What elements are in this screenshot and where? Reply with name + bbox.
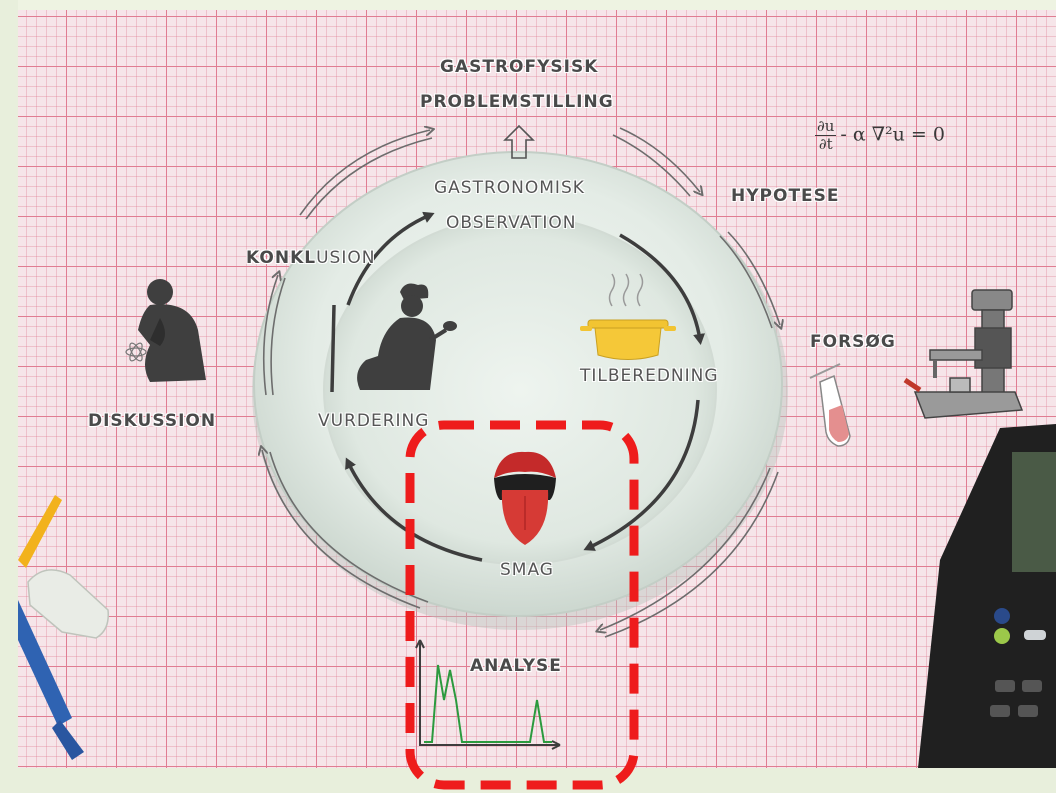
equation-numerator: ∂u bbox=[815, 118, 836, 136]
test-tube-icon bbox=[810, 364, 850, 446]
label-gastronomisk: GASTRONOMISK bbox=[434, 178, 585, 198]
lab-apparatus-icon bbox=[905, 290, 1022, 418]
label-konklusion-rest: USION bbox=[316, 248, 375, 268]
label-diskussion: DISKUSSION bbox=[88, 411, 216, 431]
label-gastrofysisk: GASTROFYSISK bbox=[440, 57, 598, 77]
thinker-atom-icon bbox=[126, 279, 206, 382]
eraser-icon bbox=[28, 570, 108, 638]
label-vurdering: VURDERING bbox=[318, 411, 429, 431]
label-problemstilling: PROBLEMSTILLING bbox=[420, 92, 614, 112]
label-smag: SMAG bbox=[500, 560, 554, 580]
heat-equation: ∂u ∂t - α ∇²u = 0 bbox=[815, 118, 945, 153]
label-forsog: FORSØG bbox=[810, 332, 896, 352]
label-observation: OBSERVATION bbox=[446, 213, 577, 233]
label-konklusion: KONKLUSION bbox=[246, 248, 375, 268]
equation-denominator: ∂t bbox=[815, 136, 836, 153]
calculator-icon bbox=[918, 424, 1056, 768]
equation-rest: - α ∇²u = 0 bbox=[840, 124, 945, 146]
label-tilberedning: TILBEREDNING bbox=[580, 366, 719, 386]
label-konklusion-bold: KONKL bbox=[246, 248, 316, 268]
label-hypotese: HYPOTESE bbox=[731, 186, 840, 206]
label-analyse: ANALYSE bbox=[470, 656, 562, 676]
